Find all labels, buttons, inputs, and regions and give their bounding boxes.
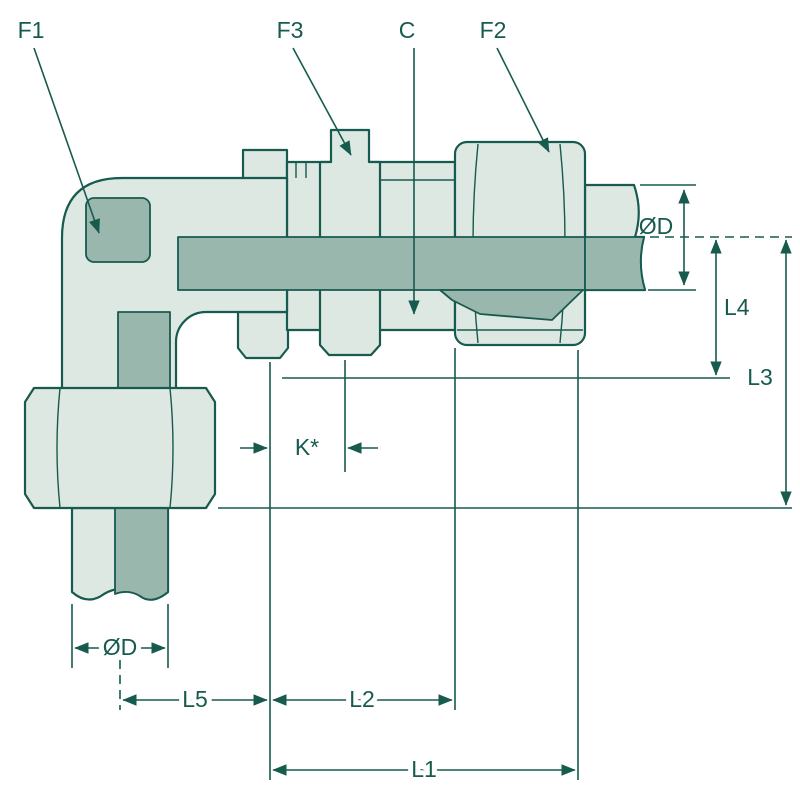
extension-lines bbox=[71, 184, 792, 780]
horizontal-bore-section bbox=[177, 236, 586, 291]
corner-bore-section bbox=[85, 197, 151, 263]
dim-label-l3: L3 bbox=[747, 364, 773, 390]
dim-label-od-bottom: ØD bbox=[103, 634, 138, 660]
callout-leaders: F1 F3 C F2 bbox=[18, 17, 550, 315]
tube-bottom-section bbox=[114, 507, 169, 601]
f2-leader-line bbox=[496, 47, 550, 153]
f3-leader-line bbox=[292, 47, 352, 156]
dim-label-k: K* bbox=[295, 434, 319, 460]
callout-label-f3: F3 bbox=[277, 17, 304, 43]
callout-label-f2: F2 bbox=[480, 17, 507, 43]
bottom-nut-facets bbox=[56, 387, 174, 509]
callout-label-c: C bbox=[399, 17, 416, 43]
elbow-top-step bbox=[241, 148, 289, 182]
ferrule-section bbox=[439, 289, 584, 321]
bottom-nut bbox=[23, 386, 217, 510]
callout-label-f1: F1 bbox=[18, 17, 45, 43]
tube-right-section bbox=[584, 236, 646, 291]
dim-label-l1: L1 bbox=[411, 756, 437, 782]
dim-label-l2: L2 bbox=[349, 686, 375, 712]
dim-label-l4: L4 bbox=[724, 294, 750, 320]
fitting-body bbox=[23, 128, 647, 601]
vertical-bore-section bbox=[117, 311, 171, 391]
dim-label-od-right: ØD bbox=[639, 213, 674, 239]
dim-label-l5: L5 bbox=[182, 686, 208, 712]
f1-leader-line bbox=[33, 47, 100, 234]
dimension-lines: ØD L4 L3 K* ØD L5 L2 L1 bbox=[71, 184, 792, 787]
elbow-bottom-step bbox=[236, 310, 290, 360]
thread-lines bbox=[295, 162, 455, 181]
